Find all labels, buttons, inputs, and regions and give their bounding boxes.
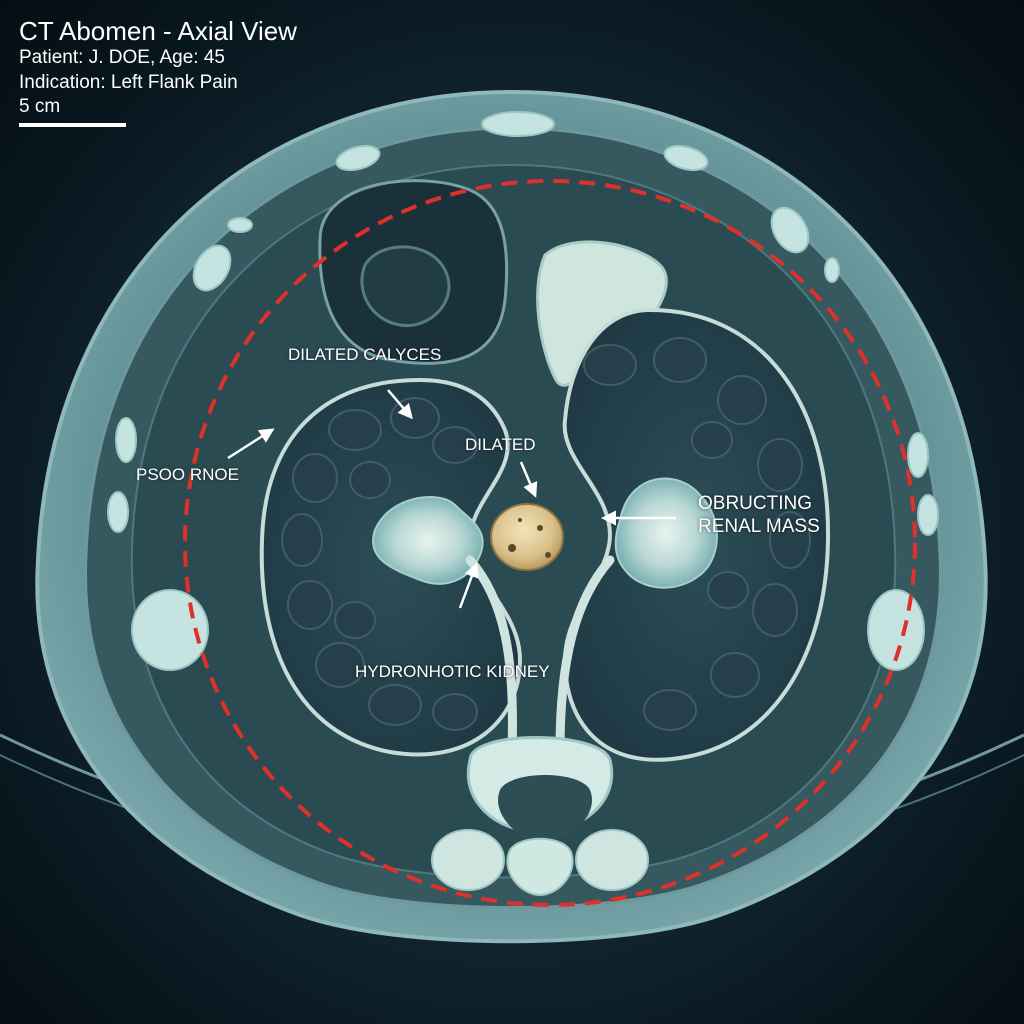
right-kidney <box>562 307 831 762</box>
label-renal-mass-line1: OBRUCTING <box>698 493 812 514</box>
label-dilated-calyces: DILATED CALYCES <box>288 345 442 364</box>
scale-label: 5 cm <box>19 96 61 117</box>
vertebra <box>431 736 649 897</box>
left-ureter <box>465 555 517 755</box>
arrow-psoas <box>227 428 275 460</box>
label-dilated: DILATED <box>465 435 536 454</box>
arrow-hydronephrotic-kidney <box>458 562 479 609</box>
annotation-circle <box>183 179 917 907</box>
right-ureter <box>555 555 615 755</box>
rib-cross-sections <box>107 111 939 671</box>
arrow-dilated <box>519 461 538 498</box>
left-kidney <box>259 377 523 757</box>
indication: Indication: Left Flank Pain <box>19 72 238 93</box>
study-title: CT Abomen - Axial View <box>19 16 297 46</box>
obstructing-stone <box>490 503 564 571</box>
label-psoas: PSOO RNOE <box>136 465 239 484</box>
label-hydronephrotic-kidney: HYDRONHOTIC KIDNEY <box>355 662 550 681</box>
label-renal-mass-line2: RENAL MASS <box>698 516 820 537</box>
arrow-dilated-calyces <box>387 389 413 420</box>
label-renal-mass: OBRUCTING RENAL MASS <box>698 492 820 538</box>
patient-info: Patient: J. DOE, Age: 45 <box>19 47 225 68</box>
scale-bar <box>19 123 126 127</box>
